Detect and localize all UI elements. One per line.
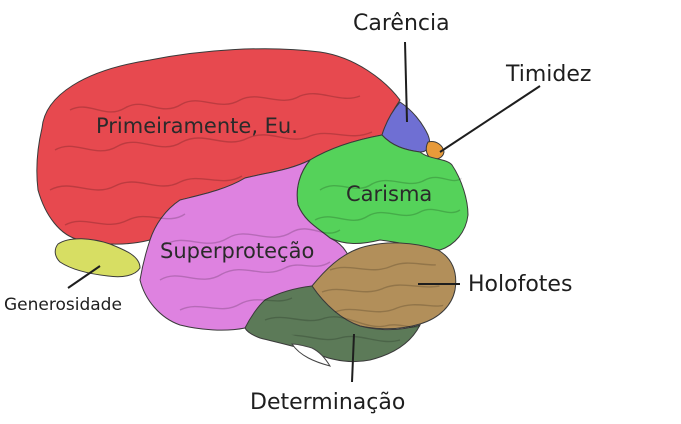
leader-line-carencia [404, 41, 408, 123]
label-olfactory: Generosidade [4, 295, 122, 315]
leader-line-timidez [439, 85, 541, 153]
gyri-texture [49, 92, 463, 343]
brainstem-region [244, 285, 421, 363]
occipital-tip-region [425, 141, 445, 160]
leader-line-determinacao [351, 333, 355, 383]
label-cerebellum: Holofotes [468, 272, 573, 297]
label-parietal-small: Carência [353, 11, 450, 36]
label-occipital: Carisma [346, 182, 433, 206]
olfactory-region [54, 238, 141, 278]
label-frontal: Primeiramente, Eu. [96, 114, 298, 138]
label-occipital-tip: Timidez [506, 62, 592, 87]
brainstem-tail [291, 343, 332, 367]
label-temporal: Superproteção [160, 239, 315, 263]
label-brainstem: Determinação [250, 390, 406, 415]
leader-line-generosidade [67, 265, 101, 289]
